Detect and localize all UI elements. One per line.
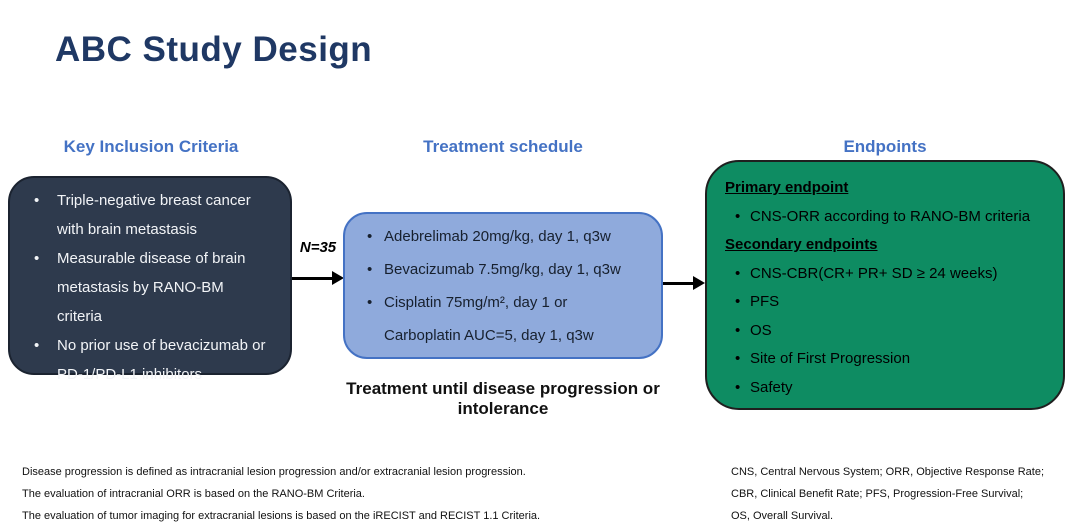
footnote-line: The evaluation of tumor imaging for extr… — [22, 510, 541, 522]
treatment-schedule-box: Adebrelimab 20mg/kg, day 1, q3w Bevacizu… — [343, 212, 663, 359]
arrow-head — [332, 271, 344, 285]
endpoint-bullet: Safety — [725, 374, 1049, 403]
endpoint-bullet: CNS-ORR according to RANO-BM criteria — [725, 203, 1049, 232]
inclusion-bullet: No prior use of bevacizumab or PD-1/PD-L… — [32, 331, 280, 389]
secondary-endpoints-heading: Secondary endpoints — [725, 236, 878, 253]
footnote-line: The evaluation of intracranial ORR is ba… — [22, 488, 365, 500]
inclusion-column-header: Key Inclusion Criteria — [63, 137, 239, 156]
secondary-endpoint-list: CNS-CBR(CR+ PR+ SD ≥ 24 weeks) PFS OS Si… — [725, 260, 1049, 403]
endpoint-bullet: CNS-CBR(CR+ PR+ SD ≥ 24 weeks) — [725, 260, 1049, 289]
slide-title: ABC Study Design — [55, 30, 373, 69]
inclusion-criteria-box: Triple-negative breast cancer with brain… — [8, 176, 292, 383]
treatment-bullet: Bevacizumab 7.5mg/kg, day 1, q3w — [365, 253, 653, 286]
treatment-column-header: Treatment schedule — [423, 137, 583, 156]
inclusion-bullet: Triple-negative breast cancer with brain… — [32, 186, 280, 244]
treatment-duration-caption: Treatment until disease progression or i… — [346, 379, 660, 418]
treatment-bullet: Adebrelimab 20mg/kg, day 1, q3w — [365, 220, 653, 253]
endpoint-bullet: Site of First Progression — [725, 345, 1049, 374]
inclusion-criteria-list: Triple-negative breast cancer with brain… — [32, 186, 280, 389]
treatment-schedule-list: Adebrelimab 20mg/kg, day 1, q3w Bevacizu… — [365, 220, 653, 352]
primary-endpoint-heading: Primary endpoint — [725, 179, 849, 196]
footnote-line: CBR, Clinical Benefit Rate; PFS, Progres… — [731, 488, 1024, 500]
footnote-line: Disease progression is defined as intrac… — [22, 466, 526, 478]
inclusion-bullet: Measurable disease of brain metastasis b… — [32, 244, 280, 331]
sample-size-label: N=35 — [299, 239, 337, 256]
endpoint-bullet: PFS — [725, 288, 1049, 317]
abbreviations-footnotes: CNS, Central Nervous System; ORR, Object… — [731, 461, 1071, 527]
arrow-shaft — [292, 276, 332, 280]
arrow-head — [693, 276, 705, 290]
endpoints-column-header: Endpoints — [843, 137, 927, 156]
endpoints-box: Primary endpoint CNS-ORR according to RA… — [705, 160, 1065, 410]
primary-endpoint-list: CNS-ORR according to RANO-BM criteria — [725, 203, 1049, 232]
footnotes-left: Disease progression is defined as intrac… — [22, 461, 582, 527]
arrow-shaft — [663, 281, 693, 285]
footnote-line: CNS, Central Nervous System; ORR, Object… — [731, 466, 1045, 478]
arrow-right-icon — [292, 271, 344, 285]
footnote-line: OS, Overall Survival. — [731, 510, 834, 522]
endpoint-bullet: OS — [725, 317, 1049, 346]
arrow-right-icon — [663, 276, 705, 290]
treatment-bullet: Cisplatin 75mg/m², day 1 or Carboplatin … — [365, 286, 653, 352]
